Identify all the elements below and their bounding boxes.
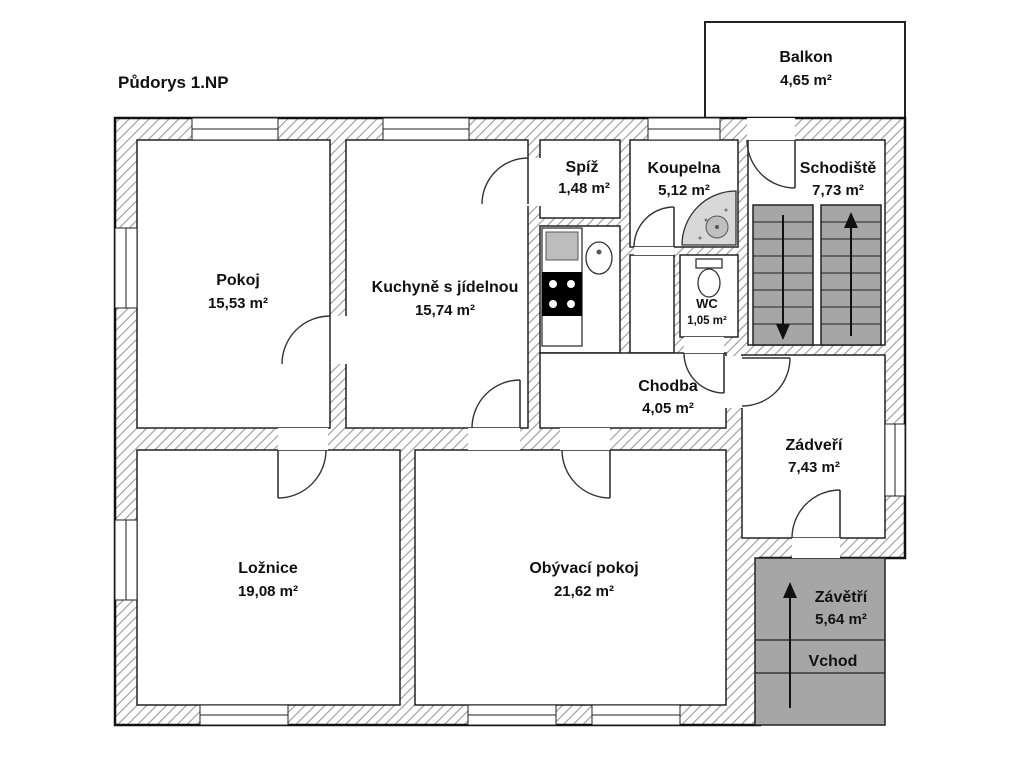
shower-icon	[681, 190, 737, 246]
door-loznice	[277, 449, 327, 499]
room-zadveri	[741, 354, 886, 539]
page-title: Půdorys 1.NP	[118, 73, 229, 92]
door-obyvaci	[561, 449, 611, 499]
room-chodba	[539, 352, 727, 429]
label-kuchyne-name: Kuchyně s jídelnou	[372, 279, 519, 296]
entrance-label: Vchod	[809, 653, 858, 670]
doors	[277, 139, 841, 539]
door-kuchyne	[471, 379, 521, 429]
label-pokoj-area: 15,53 m²	[208, 295, 268, 312]
labels: Půdorys 1.NP Spíž 1,48 m² Koupelna 5,12 …	[118, 73, 876, 600]
fixtures	[541, 190, 737, 347]
room-pokoj	[136, 139, 331, 429]
label-spiz-name: Spíž	[566, 159, 599, 176]
porch-area: 5,64 m²	[815, 611, 867, 628]
label-loznice-area: 19,08 m²	[238, 583, 298, 600]
fridge-icon	[545, 231, 579, 261]
balcony-area: 4,65 m²	[780, 72, 832, 89]
label-loznice-name: Ložnice	[238, 560, 298, 577]
window	[114, 519, 138, 601]
room-obyvaci	[414, 449, 727, 706]
windows	[114, 117, 906, 726]
entrance-arrow-head	[783, 582, 797, 598]
label-chodba-name: Chodba	[638, 378, 698, 395]
door-balkon	[746, 139, 796, 189]
porch-name: Závětří	[815, 589, 868, 606]
door-koupelna	[633, 206, 675, 248]
stairs-down-arrow-head	[776, 324, 790, 340]
window	[884, 423, 906, 497]
label-chodba-area: 4,05 m²	[642, 400, 694, 417]
label-pokoj-name: Pokoj	[216, 272, 260, 289]
label-spiz-area: 1,48 m²	[558, 180, 610, 197]
label-wc-name: WC	[696, 296, 718, 311]
kitchen-counter	[541, 227, 583, 347]
room-spiz	[539, 139, 621, 219]
porch: Závětří 5,64 m² Vchod	[754, 557, 886, 726]
balcony-name: Balkon	[779, 49, 832, 66]
label-zadveri-name: Zádveří	[786, 437, 843, 454]
window	[647, 117, 721, 141]
room-loznice	[136, 449, 401, 706]
label-obyvaci-area: 21,62 m²	[554, 583, 614, 600]
window	[382, 117, 470, 141]
sink-icon	[585, 241, 613, 275]
door-pokoj	[281, 315, 331, 365]
room-bath-corridor	[629, 254, 675, 354]
door-zadveri-chodba	[741, 357, 791, 407]
label-koupelna-name: Koupelna	[648, 160, 721, 177]
door-gaps	[278, 118, 840, 558]
label-wc-area: 1,05 m²	[687, 315, 727, 327]
label-schodiste-name: Schodiště	[800, 160, 877, 177]
window	[191, 117, 279, 141]
stairs-up-arrow-head	[844, 212, 858, 228]
door-spiz	[481, 157, 529, 205]
label-kuchyne-area: 15,74 m²	[415, 302, 475, 319]
label-zadveri-area: 7,43 m²	[788, 459, 840, 476]
window	[199, 704, 289, 726]
balcony: Balkon 4,65 m²	[704, 21, 906, 121]
door-front	[791, 489, 841, 539]
window	[591, 704, 681, 726]
label-schodiste-area: 7,73 m²	[812, 182, 864, 199]
staircase	[752, 204, 882, 346]
label-koupelna-area: 5,12 m²	[658, 182, 710, 199]
window	[467, 704, 557, 726]
rooms	[136, 139, 886, 706]
window	[114, 227, 138, 309]
label-obyvaci-name: Obývací pokoj	[529, 560, 638, 577]
toilet-icon	[695, 258, 723, 298]
door-wc	[683, 352, 725, 394]
stove-icon	[542, 272, 582, 316]
